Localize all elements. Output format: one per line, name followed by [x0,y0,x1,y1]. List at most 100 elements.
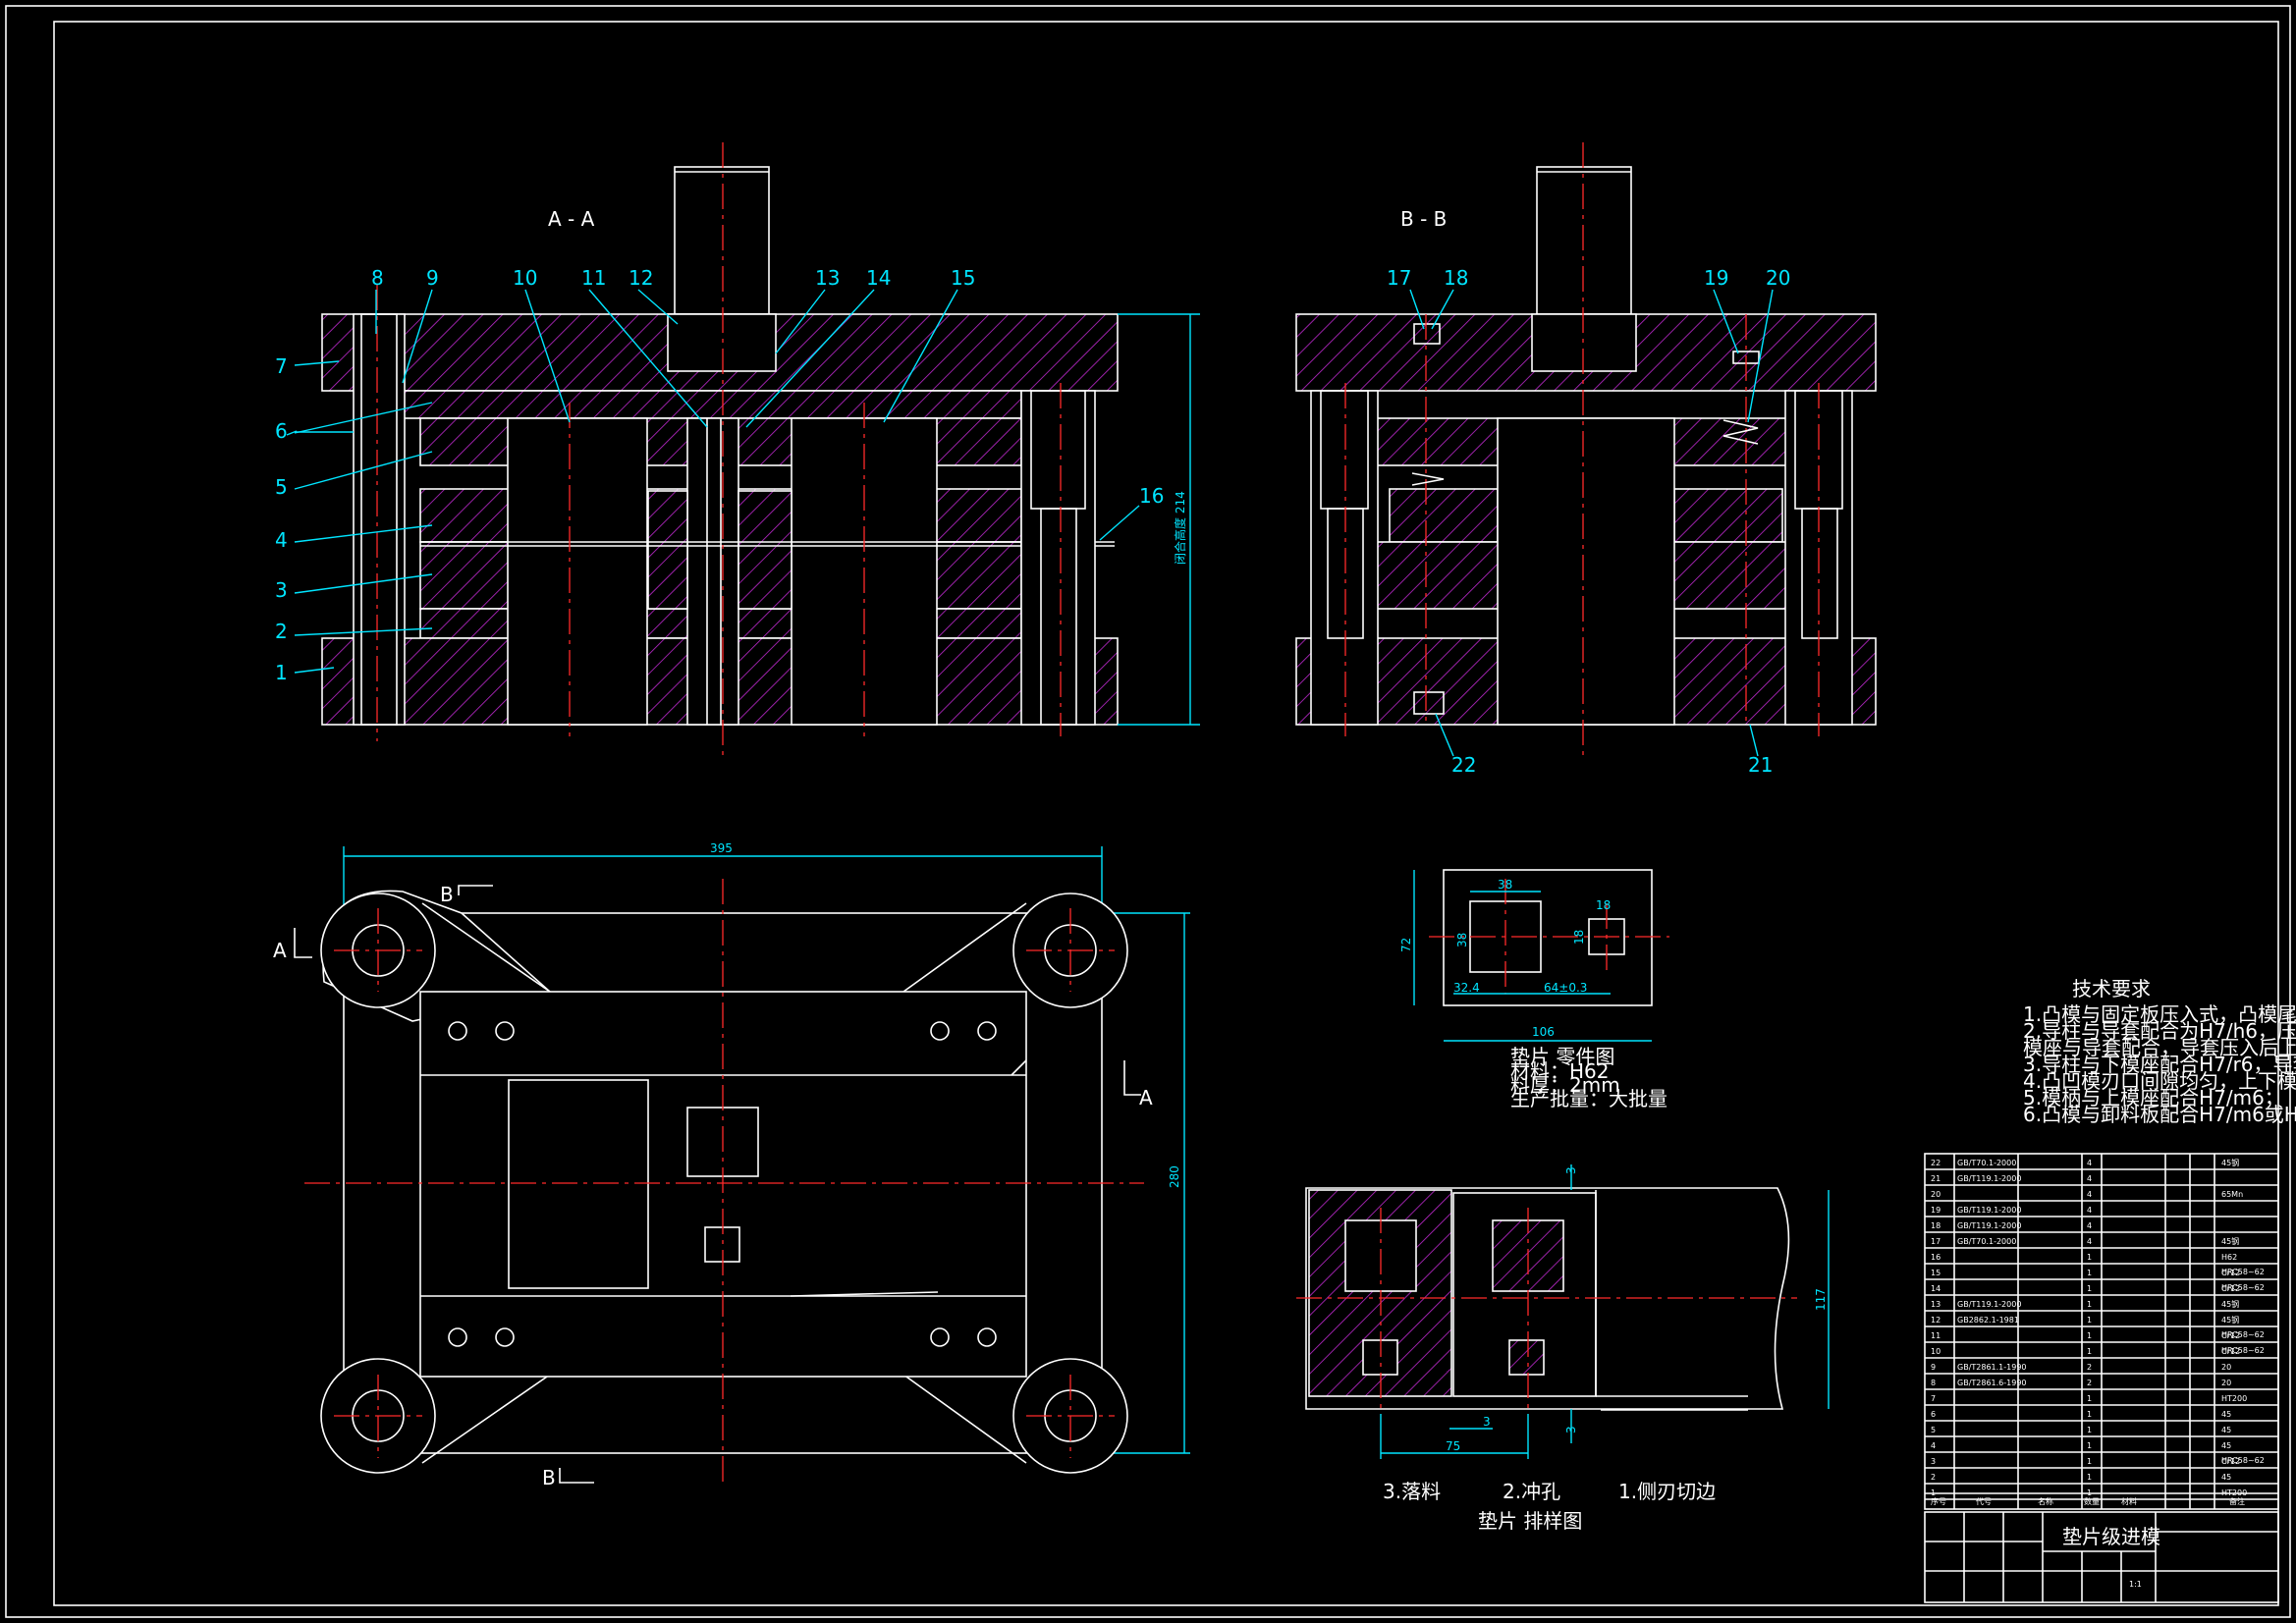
part-dim-72: 72 [1399,938,1413,952]
bom-cell: 45钢 [2221,1315,2239,1325]
bom-cell: 45钢 [2221,1158,2239,1167]
tech-req-title: 技术要求 [2072,977,2151,1001]
aa-label-11: 11 [581,266,606,290]
aa-label-16: 16 [1139,484,1164,508]
bom-remark-14: HRC58~62 [2221,1283,2265,1292]
bom-cell: 19 [1931,1206,1941,1215]
plan-view: 395 280 [273,841,1190,1489]
bom-cell: GB/T119.1-2000 [1957,1221,2021,1230]
bom-header-material: 材料 [2121,1496,2137,1506]
bom-cell: 4 [1931,1441,1936,1450]
bom-cell: GB/T70.1-2000 [1957,1237,2016,1246]
bom-cell: 6 [1931,1410,1936,1419]
aa-label-10: 10 [513,266,537,290]
aa-label-8: 8 [371,266,384,290]
bb-label-22: 22 [1451,753,1476,777]
bom-cell: 1 [2087,1347,2092,1356]
bom-cell: 16 [1931,1253,1941,1262]
bom-cell: Cr12 [2221,1331,2240,1340]
bom-cell: 2 [1931,1473,1936,1482]
bom-cell: 20 [1931,1190,1941,1199]
bom-cell: GB/T119.1-2000 [1957,1174,2021,1183]
part-note-batch: 生产批量：大批量 [1510,1087,1667,1110]
plan-marker-a-left: A [273,939,287,962]
tech-req-3: 模座与导套配合，导套压入后上下模座平行度误差不大于0.02mm； [2023,1036,2296,1059]
bom-cell: 1 [2087,1269,2092,1277]
bom-cell: GB/T2861.1-1990 [1957,1363,2027,1372]
strip-layout-title: 垫片 排样图 [1478,1509,1582,1533]
bom-cell: 21 [1931,1174,1941,1183]
bom-cell: 1 [2087,1316,2092,1325]
bom-cell: 15 [1931,1269,1941,1277]
bom-cell: 22 [1931,1159,1941,1167]
part-dim-106: 106 [1532,1025,1555,1039]
bom-cell: 7 [1931,1394,1936,1403]
section-bb-view: B - B 17 18 [1295,142,1877,777]
bom-cell: 13 [1931,1300,1941,1309]
bb-label-18: 18 [1444,266,1468,290]
bom-cell: 45 [2221,1426,2231,1434]
bom-cell: Cr12 [2221,1347,2240,1356]
bom-cell: 45钢 [2221,1299,2239,1309]
title-block: 垫片级进模 1:1 [1924,1511,2279,1603]
bom-cell: GB/T2861.6-1990 [1957,1379,2027,1387]
aa-label-5: 5 [275,475,288,499]
part-dim-38-height: 38 [1455,933,1469,947]
station-2-piercing: 2.冲孔 [1503,1480,1560,1503]
bom-cell: GB/T119.1-2000 [1957,1300,2021,1309]
strip-dim-3-gap: 3 [1483,1415,1491,1429]
part-dim-18-width: 18 [1596,898,1611,912]
station-3-blanking: 3.落料 [1383,1480,1441,1503]
tech-req-5: 4.凸凹模刃口间隙均匀，上下模座与导柱导套配合； [2023,1069,2296,1093]
bom-cell: 10 [1931,1347,1941,1356]
strip-dim-117: 117 [1814,1288,1828,1311]
aa-label-7: 7 [275,354,288,378]
bom-cell: 65Mn [2221,1190,2243,1199]
shut-height-dimension: 闭合高度 214 [1173,491,1187,565]
bom-remark-15: HRC58~62 [2221,1268,2265,1276]
bom-cell: 1 [2087,1253,2092,1262]
bom-cell: 1 [2087,1284,2092,1293]
bom-cell: Cr12 [2221,1284,2240,1293]
bom-cell: 12 [1931,1316,1941,1325]
aa-label-12: 12 [629,266,653,290]
bom-cell: 3 [1931,1457,1936,1466]
bom-cell: 8 [1931,1379,1936,1387]
bom-header-code: 代号 [1976,1496,1992,1506]
bom-cell: GB2862.1-1981 [1957,1316,2019,1325]
bom-header-remark: 备注 [2229,1496,2245,1506]
aa-label-13: 13 [815,266,840,290]
aa-label-15: 15 [951,266,975,290]
plan-marker-b-bottom: B [542,1466,556,1489]
drawing-scale: 1:1 [2129,1580,2142,1589]
tech-req-4: 3.导柱与下模座配合H7/r6，导套与上模座配合H7/r6； [2023,1053,2296,1076]
aa-label-9: 9 [426,266,439,290]
part-dim-64: 64±0.3 [1544,981,1587,995]
bom-cell: 1 [2087,1300,2092,1309]
aa-label-1: 1 [275,661,288,684]
bb-label-21: 21 [1748,753,1773,777]
bom-cell: H62 [2221,1253,2237,1262]
bom-cell: 4 [2087,1159,2092,1167]
bom-cell: 4 [2087,1174,2092,1183]
part-note-material: 材料：H62 [1510,1059,1610,1083]
strip-layout: 3 117 3 3 75 3.落料 2.冲孔 1.侧刃切边 垫片 排样图 [1296,1164,1830,1533]
bom-remark-11: HRC58~62 [2221,1330,2265,1339]
bom-cell: 45 [2221,1473,2231,1482]
tech-requirements: 技术要求 1.凸模与固定板压入式，凸模尾端与固定板磨平； 2.导柱与导套配合为H… [2023,977,2296,1126]
bom-cell: 45 [2221,1441,2231,1450]
bom-cell: 45 [2221,1410,2231,1419]
strip-dim-75: 75 [1446,1439,1460,1453]
section-aa-title: A - A [548,207,595,231]
part-dim-32-4: 32.4 [1453,981,1480,995]
tech-req-7: 6.凸模与卸料板配合H7/m6或H7/h6； [2023,1103,2296,1126]
part-dim-38-width: 38 [1498,878,1512,892]
bom-cell: 1 [2087,1473,2092,1482]
bom-cell: 20 [2221,1379,2231,1387]
bom-cell: 4 [2087,1190,2092,1199]
bom-cell: Cr12 [2221,1269,2240,1277]
bom-cell: 1 [2087,1441,2092,1450]
bom-header-qty: 数量 [2084,1496,2100,1506]
